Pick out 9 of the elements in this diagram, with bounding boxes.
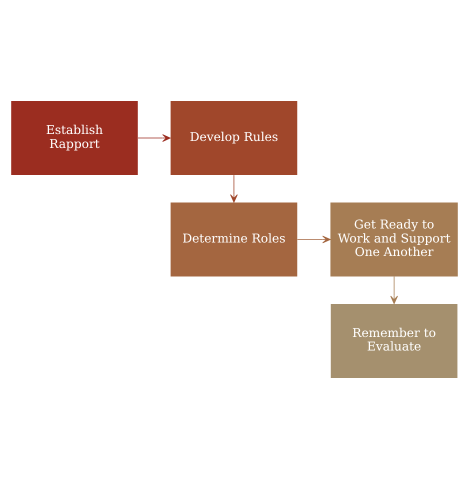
arrow — [138, 134, 171, 142]
node-box: Establish Rapport — [11, 100, 138, 175]
node-box: Remember to Evaluate — [330, 303, 458, 378]
arrow — [297, 235, 331, 243]
node-box: Get Ready to Work and Support One Another — [330, 202, 458, 276]
node-box: Determine Roles — [170, 202, 298, 276]
arrow — [230, 174, 238, 202]
arrow — [390, 276, 398, 304]
node-box: Develop Rules — [170, 100, 298, 175]
